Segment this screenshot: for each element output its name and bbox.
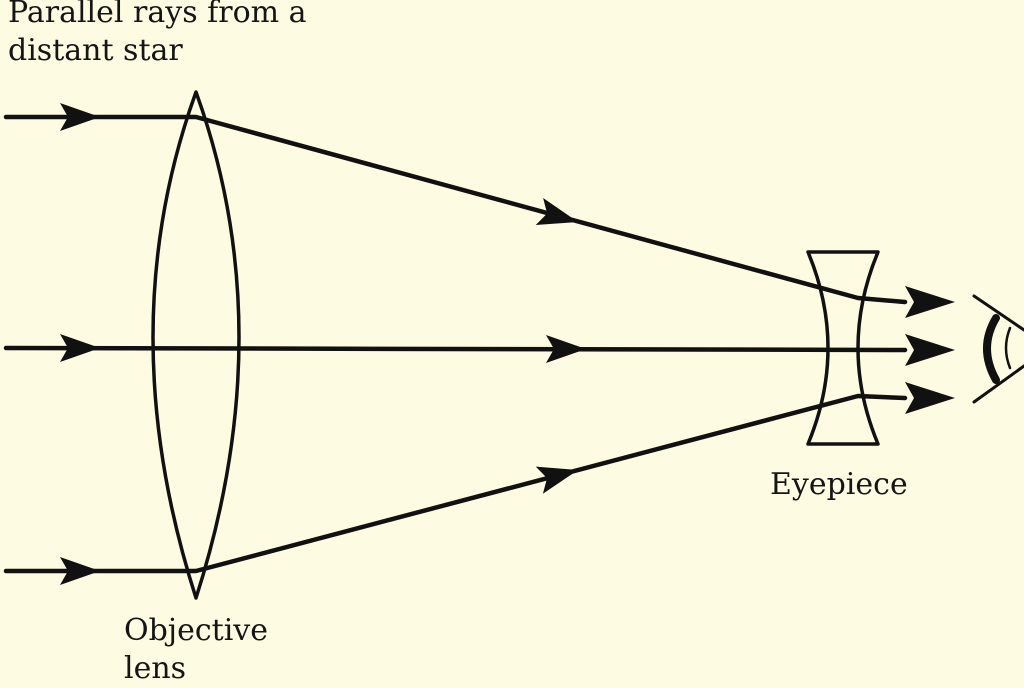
objective-lens-label: Objective lens [124, 612, 268, 688]
arrowhead-top-converging [535, 197, 578, 225]
title-label: Parallel rays from a distant star [8, 0, 307, 70]
title-line-2: distant star [8, 33, 183, 68]
eyepiece-lens [806, 250, 880, 446]
objective-label-line-1: Objective [124, 613, 269, 648]
arrowhead-top-input [60, 103, 100, 131]
ray-bottom [3, 393, 908, 574]
arrowhead-bottom-converging [535, 466, 578, 494]
eyepiece-label-text: Eyepiece [770, 467, 908, 502]
objective-lens [151, 90, 241, 600]
arrowhead-bottom-output [905, 382, 955, 414]
ray-middle [3, 345, 908, 353]
arrowhead-middle-input [60, 334, 100, 362]
arrowhead-middle-center [546, 335, 586, 363]
ray-top [3, 114, 908, 305]
arrowhead-bottom-input [60, 557, 100, 585]
objective-label-line-2: lens [124, 651, 187, 686]
arrowhead-top-output [905, 286, 955, 318]
eyepiece-label: Eyepiece [770, 466, 908, 504]
title-line-1: Parallel rays from a [8, 0, 307, 30]
arrowhead-middle-output [905, 334, 955, 366]
eye-icon [972, 294, 1024, 404]
